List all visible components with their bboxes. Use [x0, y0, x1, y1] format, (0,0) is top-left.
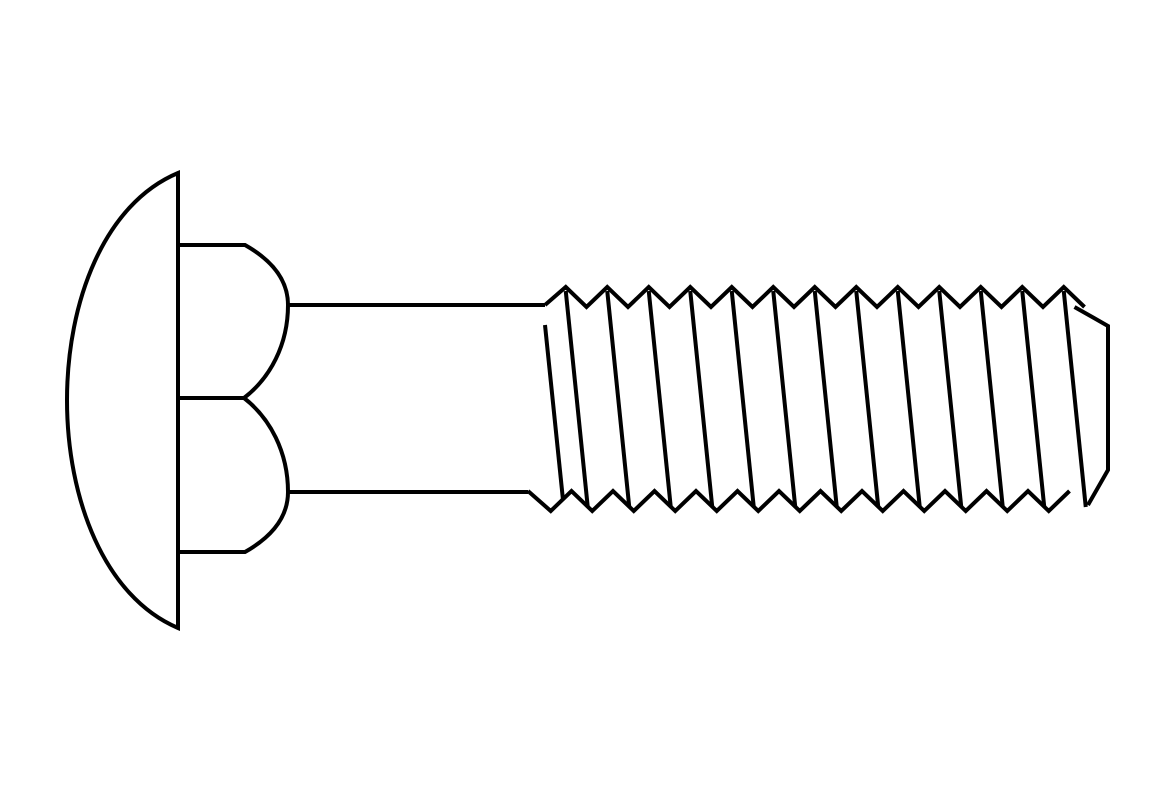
thread-line — [729, 290, 756, 508]
thread-line — [1020, 290, 1047, 508]
thread-line — [854, 290, 881, 508]
bolt-tip — [1073, 305, 1110, 506]
bolt-threads — [526, 284, 1110, 514]
thread-line — [605, 290, 632, 508]
thread-line — [646, 290, 673, 508]
thread-start-line — [543, 324, 565, 501]
thread-top-profile — [543, 284, 1086, 310]
thread-line — [978, 290, 1005, 508]
thread-line — [563, 290, 590, 508]
thread-line — [771, 290, 798, 508]
thread-line — [937, 290, 964, 508]
bolt-head-dome — [65, 169, 180, 632]
thread-bottom-profile — [526, 488, 1071, 514]
thread-line — [688, 290, 715, 508]
thread-line — [1061, 290, 1088, 508]
thread-line — [895, 290, 922, 508]
thread-line — [812, 290, 839, 508]
